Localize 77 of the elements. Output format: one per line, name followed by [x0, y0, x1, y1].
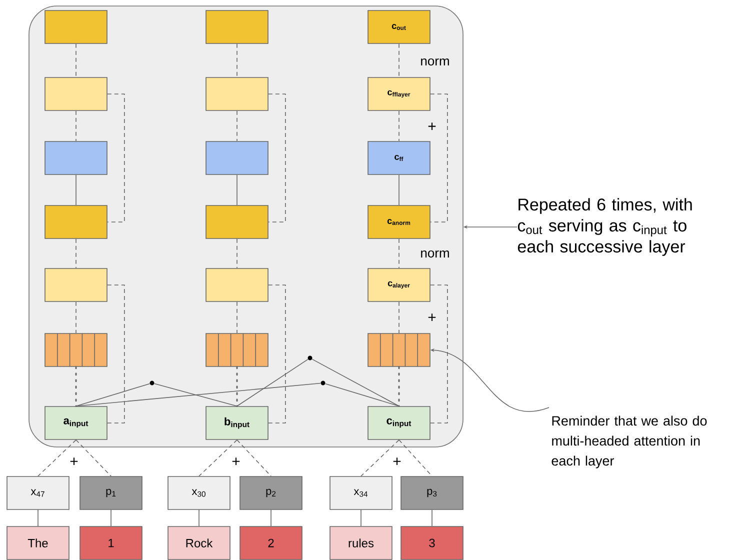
connector — [198, 440, 238, 476]
connector — [76, 382, 321, 406]
dotted-connector — [75, 366, 77, 407]
layer-box — [44, 10, 108, 44]
connector — [236, 110, 238, 142]
layer-box — [206, 10, 268, 44]
skip-connector — [268, 284, 286, 424]
layer-box — [44, 268, 108, 302]
connector — [236, 238, 238, 268]
connector — [38, 440, 76, 476]
position-box: p$_{2}$ — [240, 476, 302, 510]
attention-box — [206, 333, 268, 367]
layer-box — [206, 268, 268, 302]
connector — [236, 302, 238, 334]
dotted-connector — [398, 366, 400, 407]
layer-box: c$_{anorm}$ — [368, 205, 430, 239]
connector — [76, 383, 150, 406]
connector — [360, 510, 362, 526]
input-box: c$_{input}$ — [368, 406, 430, 440]
operator-label: norm — [421, 58, 449, 66]
input-box: a$_{input}$ — [44, 406, 108, 440]
word-box: Rock — [168, 526, 230, 560]
connector — [398, 440, 432, 476]
attention-box — [44, 333, 108, 367]
connector — [270, 510, 272, 526]
layer-box — [44, 141, 108, 175]
operator-label: norm — [421, 250, 449, 258]
connector — [154, 383, 238, 406]
dotted-connector — [236, 366, 238, 407]
connector — [398, 238, 400, 268]
connector — [76, 440, 112, 476]
connector — [312, 358, 400, 406]
layer-box: c$_{alayer}$ — [368, 268, 430, 302]
number-box: 2 — [240, 526, 302, 560]
connector — [198, 510, 200, 526]
skip-connector — [430, 284, 448, 424]
layer-box — [206, 205, 268, 239]
word-box: rules — [330, 526, 392, 560]
layer-box — [206, 77, 268, 111]
connector — [398, 110, 400, 142]
number-box: 3 — [400, 526, 464, 560]
skip-connector — [107, 284, 125, 424]
operator-label: + — [428, 122, 436, 130]
input-box: b$_{input}$ — [206, 406, 268, 440]
connector — [236, 44, 238, 78]
layer-box — [44, 77, 108, 111]
connector — [236, 174, 238, 206]
connector — [324, 383, 400, 406]
number-box: 1 — [80, 526, 142, 560]
position-box: p$_{3}$ — [400, 476, 464, 510]
token-box: x$_{47}$ — [6, 476, 70, 510]
connector — [398, 302, 400, 334]
position-box: p$_{1}$ — [80, 476, 142, 510]
connector — [398, 174, 400, 206]
layer-box: c$_{fflayer}$ — [368, 77, 430, 111]
layer-box: c$_{out}$ — [368, 10, 430, 44]
attention-box — [368, 333, 430, 367]
operator-label: + — [393, 458, 401, 466]
operator-label: + — [232, 458, 240, 466]
token-box: x$_{34}$ — [330, 476, 392, 510]
connector — [236, 358, 308, 406]
connector — [236, 440, 272, 476]
word-box: The — [6, 526, 70, 560]
connector — [110, 510, 112, 526]
layer-box: c$_{ff}$ — [368, 141, 430, 175]
skip-connector — [107, 94, 125, 222]
operator-label: + — [70, 458, 78, 466]
annotation-text: Reminder that we also do multi-headed attention in each layer — [552, 416, 707, 468]
operator-label: + — [428, 314, 436, 322]
skip-connector — [430, 94, 448, 222]
token-box: x$_{30}$ — [168, 476, 230, 510]
connector — [398, 44, 400, 78]
connector — [360, 440, 400, 476]
layer-box — [44, 205, 108, 239]
annotation-text: Repeated 6 times, with c$_{out}$ serving as c$_{input}$ to each successive layer — [518, 198, 692, 256]
skip-connector — [268, 94, 286, 222]
layer-box — [206, 141, 268, 175]
